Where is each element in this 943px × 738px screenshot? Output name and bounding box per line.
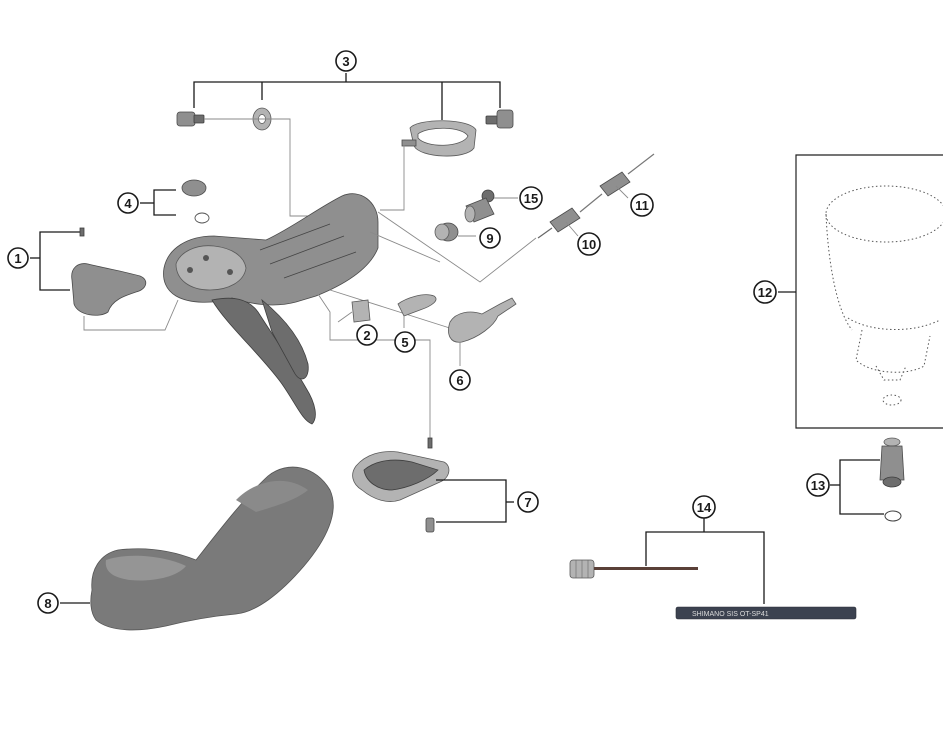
- svg-text:5: 5: [401, 335, 408, 350]
- part-15-barrel: [464, 189, 495, 223]
- part-10-ferrule: [537, 207, 581, 239]
- part-7-cover: [352, 437, 450, 533]
- part-6-lever: [448, 297, 517, 343]
- part-3-clamp-band: [401, 120, 477, 157]
- callout-12: 12: [753, 280, 777, 304]
- callout-2: 2: [356, 324, 378, 346]
- part-11-ferrule: [579, 153, 655, 213]
- leader-1: [83, 299, 179, 331]
- leader-3b: [380, 145, 405, 211]
- cable-print-text: SHIMANO SIS OT-SP41: [692, 611, 769, 618]
- callout-15: 15: [519, 186, 543, 210]
- callout-4: 4: [117, 192, 139, 214]
- callout-7: 7: [517, 491, 539, 513]
- callout-13: 13: [806, 473, 830, 497]
- leader-3: [204, 118, 330, 217]
- svg-text:12: 12: [758, 285, 772, 300]
- svg-text:11: 11: [635, 198, 649, 213]
- callout-11: 11: [630, 193, 654, 217]
- bracket-1: [39, 231, 82, 291]
- svg-text:8: 8: [44, 596, 51, 611]
- leader-to-10: [377, 211, 537, 283]
- leader-to-6: [329, 289, 457, 331]
- callout-6: 6: [449, 369, 471, 391]
- part-1-cover: [71, 227, 147, 316]
- callout-1: 1: [7, 247, 29, 269]
- part-5-lever: [397, 294, 437, 317]
- part-2-clip: [351, 299, 371, 323]
- callout-5: 5: [394, 331, 416, 353]
- svg-text:10: 10: [582, 237, 596, 252]
- svg-text:13: 13: [811, 478, 825, 493]
- part-12-box: [795, 154, 943, 429]
- callout-14: 14: [692, 495, 716, 519]
- svg-text:9: 9: [486, 231, 493, 246]
- part-4-cap: [181, 179, 210, 224]
- lever-body: [163, 193, 379, 425]
- svg-text:1: 1: [14, 251, 21, 266]
- svg-text:3: 3: [342, 54, 349, 69]
- callout-8: 8: [37, 592, 59, 614]
- part-14-outer-casing: SHIMANO SIS OT-SP41: [675, 606, 857, 620]
- bracket-3: [193, 73, 501, 120]
- callout-9: 9: [479, 227, 501, 249]
- bracket-4: [153, 189, 176, 216]
- bracket-7: [436, 479, 507, 523]
- leader-to-7: [317, 293, 431, 440]
- part-13-adjuster: [879, 437, 905, 522]
- svg-text:6: 6: [456, 373, 463, 388]
- part-3-bolt-right: [485, 109, 514, 129]
- callout-3: 3: [335, 50, 357, 72]
- part-3-bolt-left: [176, 111, 205, 127]
- part-8-hood: [90, 466, 334, 631]
- callout-10: 10: [577, 232, 601, 256]
- bracket-14: [645, 531, 765, 604]
- part-9-nut: [434, 222, 459, 242]
- svg-text:7: 7: [524, 495, 531, 510]
- svg-text:14: 14: [697, 500, 712, 515]
- svg-text:4: 4: [124, 196, 132, 211]
- part-14-inner-cable: [569, 559, 698, 579]
- svg-text:2: 2: [363, 328, 370, 343]
- bracket-13: [839, 459, 884, 515]
- svg-text:15: 15: [524, 191, 538, 206]
